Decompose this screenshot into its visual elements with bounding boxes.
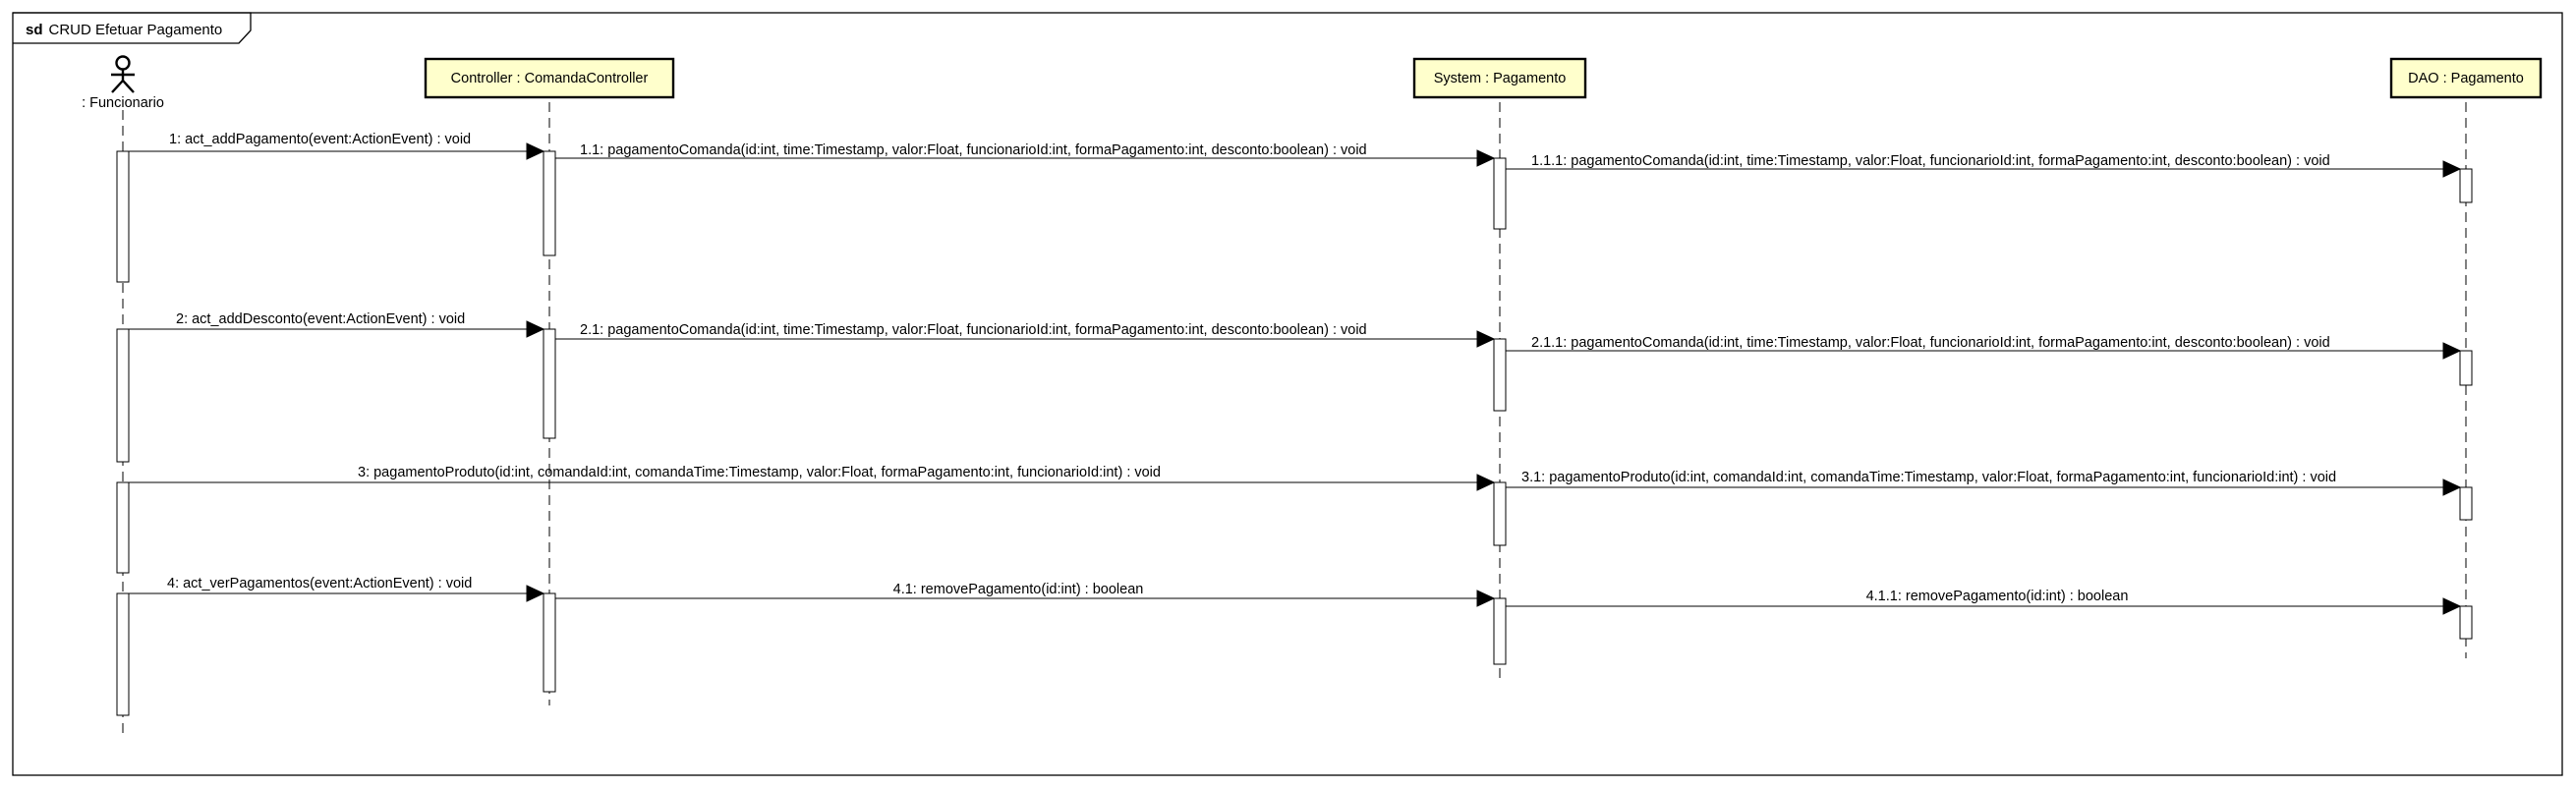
message-label: 4: act_verPagamentos(event:ActionEvent) … — [167, 576, 472, 591]
activation-bar — [116, 328, 130, 463]
activation-bar — [1493, 481, 1507, 546]
arrowhead-icon — [526, 320, 545, 338]
arrowhead-icon — [1476, 590, 1496, 607]
activation-bar — [2459, 350, 2473, 386]
arrowhead-icon — [526, 585, 545, 602]
message-label: 3: pagamentoProduto(id:int, comandaId:in… — [358, 465, 1161, 480]
frame-title: sd CRUD Efetuar Pagamento — [26, 22, 222, 38]
message-labels: 1: act_addPagamento(event:ActionEvent) :… — [167, 132, 2336, 604]
arrowhead-icon — [1476, 330, 1496, 348]
frame-tab — [13, 12, 252, 44]
activation-bar — [543, 592, 556, 693]
activation-bar — [543, 150, 556, 256]
frame-name: CRUD Efetuar Pagamento — [49, 22, 223, 38]
participant-box-dao — [2389, 57, 2543, 99]
arrowhead-icon — [1476, 474, 1496, 491]
activation-bar — [2459, 168, 2473, 203]
message-arrows — [129, 142, 2462, 615]
message-label: 4.1: removePagamento(id:int) : boolean — [893, 582, 1144, 597]
message-label: 2.1.1: pagamentoComanda(id:int, time:Tim… — [1531, 335, 2330, 351]
message-label: 3.1: pagamentoProduto(id:int, comandaId:… — [1521, 470, 2336, 485]
participant-box-controller — [424, 57, 675, 99]
message-label: 1: act_addPagamento(event:ActionEvent) :… — [169, 132, 471, 147]
activation-bar — [1493, 157, 1507, 230]
activation-bar — [2459, 486, 2473, 521]
activation-bar — [116, 592, 130, 716]
arrowhead-icon — [2442, 597, 2462, 615]
participant-label-funcionario: : Funcionario — [82, 95, 164, 111]
activation-bar — [1493, 597, 1507, 665]
message-label: 1.1: pagamentoComanda(id:int, time:Times… — [580, 142, 1367, 158]
participant-box-system — [1412, 57, 1587, 99]
frame-keyword: sd — [26, 22, 43, 38]
activation-bar — [543, 328, 556, 439]
arrowhead-icon — [2442, 160, 2462, 178]
message-label: 2: act_addDesconto(event:ActionEvent) : … — [176, 311, 465, 327]
participant-label-controller: Controller : ComandaController — [451, 71, 649, 86]
activation-bar — [116, 150, 130, 283]
diagram-frame — [12, 12, 2563, 776]
participant-label-system: System : Pagamento — [1434, 71, 1567, 86]
participant-label-dao: DAO : Pagamento — [2408, 71, 2524, 86]
message-label: 2.1: pagamentoComanda(id:int, time:Times… — [580, 322, 1367, 338]
activation-bar — [1493, 338, 1507, 412]
message-label: 4.1.1: removePagamento(id:int) : boolean — [1866, 589, 2129, 604]
arrowhead-icon — [2442, 342, 2462, 360]
message-label: 1.1.1: pagamentoComanda(id:int, time:Tim… — [1531, 153, 2330, 169]
arrowhead-icon — [2442, 478, 2462, 496]
stick-figure-icon — [111, 55, 135, 93]
activation-bar — [2459, 605, 2473, 640]
arrowhead-icon — [526, 142, 545, 160]
activation-bar — [116, 481, 130, 574]
arrowhead-icon — [1476, 149, 1496, 167]
activation-bars — [116, 150, 2473, 716]
